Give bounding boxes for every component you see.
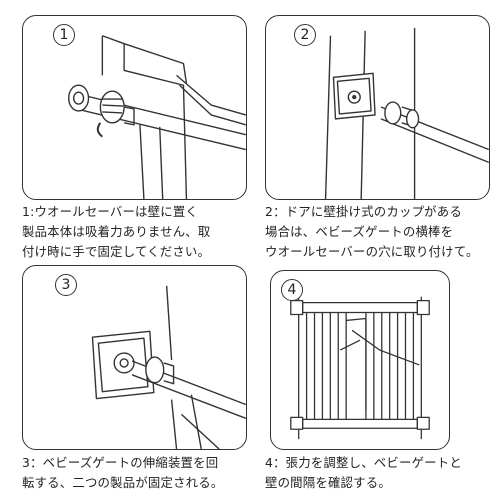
step-1-line-2: 製品本体は吸着力ありません、取 [22,224,211,239]
wall-saver-hand-drawing [68,35,246,199]
step-3-line-1: 3：ベビーズゲートの伸縮装置を回 [22,455,219,470]
step-1-line-3: 付け時に手で固定してください。 [22,244,211,259]
step-2-illustration: 2 [265,15,490,200]
door-cup-drawing [324,27,489,199]
step-1-caption: 1:ウオールセーバーは壁に置く 製品本体は吸着力ありません、取 付け時に手で固定… [22,202,211,262]
step-2-caption: 2：ドアに壁掛け式のカップがある 場合は、ベビーズゲートの横棒を ウオールセーバ… [265,202,479,262]
step-4-number: 4 [281,279,303,301]
step-1-line-1: 1:ウオールセーバーは壁に置く [22,204,199,219]
step-3-caption: 3：ベビーズゲートの伸縮装置を回 転する、二つの製品が固定される。 [22,453,223,493]
step-3-illustration: 3 [22,265,247,450]
step-3-line-2: 転する、二つの製品が固定される。 [22,475,224,490]
step-4-illustration: 4 [270,270,450,450]
step-1-number: 1 [53,24,75,46]
step-2-number: 2 [294,24,316,46]
tension-knob-drawing [91,285,246,449]
step-4-line-2: 壁の間隔を確認する。 [265,475,391,490]
step-2-line-1: 2：ドアに壁掛け式のカップがある [265,204,462,219]
step-1-illustration: 1 [22,15,247,200]
step-4-caption: 4：張力を調整し、ベビーゲートと 壁の間隔を確認する。 [265,453,462,493]
baby-gate-drawing [290,296,430,440]
step-2-line-3: ウオールセーバーの穴に取り付けて。 [265,244,479,259]
step-4-line-1: 4：張力を調整し、ベビーゲートと [265,455,462,470]
step-2-line-2: 場合は、ベビーズゲートの横棒を [265,224,454,239]
step-3-number: 3 [55,274,77,296]
